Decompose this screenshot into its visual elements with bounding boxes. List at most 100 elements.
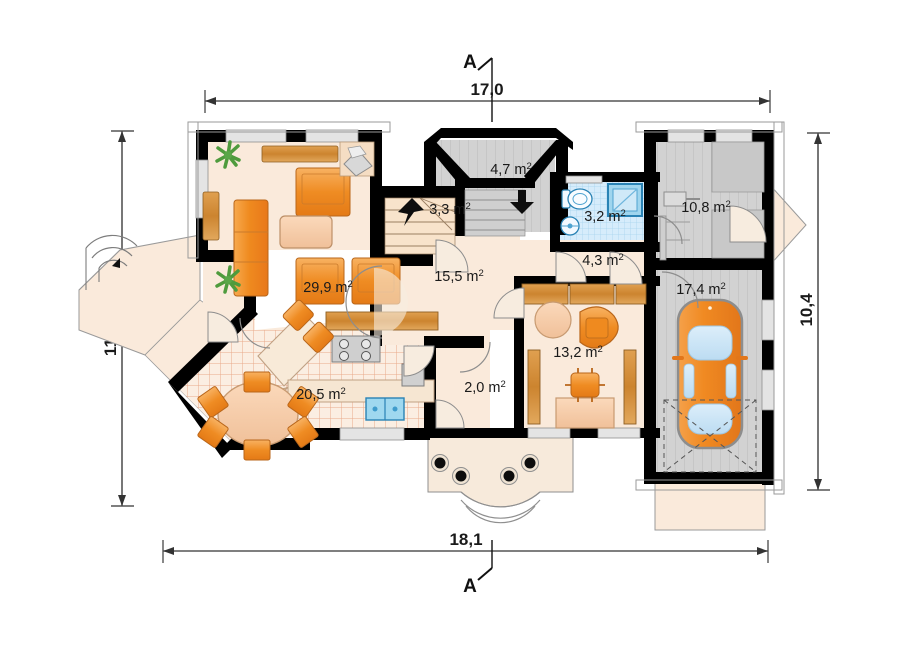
area-value-living: 29,9 bbox=[303, 280, 331, 296]
wall-study-left bbox=[514, 276, 524, 436]
wall-bath-left bbox=[550, 172, 560, 252]
wall-entry-bay-top bbox=[424, 128, 573, 150]
toilet bbox=[561, 188, 593, 210]
svg-text:4,7m2: 4,7m2 bbox=[490, 161, 532, 178]
coffee-table bbox=[279, 215, 333, 249]
cooktop-burners bbox=[339, 339, 371, 361]
stair-down-arrow bbox=[510, 190, 534, 214]
window-study-2 bbox=[597, 427, 641, 439]
section-marker-top: A bbox=[463, 52, 493, 122]
dimension-right: 10,4 bbox=[797, 132, 830, 491]
sink bbox=[365, 397, 405, 421]
bar-stool-1 bbox=[282, 299, 314, 331]
sink-basin bbox=[560, 216, 580, 236]
stair-up-arrow bbox=[398, 198, 424, 226]
study-furniture bbox=[527, 301, 637, 429]
section-marker-bottom: A bbox=[463, 540, 493, 597]
dimension-top: 17,0 bbox=[204, 80, 771, 113]
door-bathroom bbox=[555, 251, 587, 283]
svg-text:4,3m2: 4,3m2 bbox=[582, 252, 624, 269]
dimension-bottom-label: 18,1 bbox=[449, 530, 482, 549]
section-marker-bottom-label: A bbox=[463, 576, 477, 597]
svg-text:3,2m2: 3,2m2 bbox=[584, 208, 626, 225]
desk-chair bbox=[565, 368, 605, 402]
door-utility-arc bbox=[653, 215, 683, 245]
utility-storage bbox=[711, 141, 765, 193]
garage-driveway bbox=[654, 479, 766, 531]
bar-stool-2 bbox=[302, 321, 334, 353]
plant-2 bbox=[215, 265, 241, 294]
dimension-top-label: 17,0 bbox=[470, 80, 503, 99]
wall-utility-garage-divider bbox=[644, 258, 774, 270]
shelf-left bbox=[202, 191, 220, 241]
wall-vestibule-bottom bbox=[424, 428, 524, 438]
door-utility-terrace bbox=[729, 205, 767, 243]
svg-text:29,9m2: 29,9m2 bbox=[303, 279, 353, 296]
svg-text:10,8m2: 10,8m2 bbox=[681, 199, 731, 216]
wall-bath-top bbox=[550, 172, 660, 182]
area-sup-living: 2 bbox=[348, 279, 353, 290]
door-hall-living-arc bbox=[345, 265, 383, 339]
bookshelf-left bbox=[527, 349, 541, 425]
section-marker-top-label: A bbox=[463, 52, 477, 73]
wall-stair-top bbox=[373, 186, 457, 198]
eaves-outline bbox=[187, 121, 785, 495]
bathroom-fixtures bbox=[560, 175, 643, 236]
area-unit-living: m bbox=[335, 280, 347, 296]
cooktop bbox=[331, 335, 381, 363]
svg-text:2,0m2: 2,0m2 bbox=[464, 379, 506, 396]
window-living-2 bbox=[305, 129, 359, 143]
dimension-right-label: 10,4 bbox=[797, 293, 816, 327]
wall-stair-left bbox=[373, 186, 385, 266]
porch-columns bbox=[431, 454, 539, 485]
entrance-porch bbox=[427, 436, 574, 524]
sofa bbox=[233, 199, 269, 297]
wall-kitchen-diag-upper bbox=[168, 304, 258, 392]
wall-entry-inner bbox=[455, 178, 535, 188]
terrace-steps-left bbox=[85, 234, 138, 290]
plant-1 bbox=[215, 140, 241, 169]
shower bbox=[607, 183, 643, 217]
wall-utility-left bbox=[644, 130, 656, 270]
window-garage-1 bbox=[761, 299, 775, 341]
svg-text:20,5m2: 20,5m2 bbox=[296, 386, 346, 403]
door-living-terrace bbox=[207, 311, 239, 343]
garage-door-swing bbox=[663, 399, 757, 473]
svg-text:13,2m2: 13,2m2 bbox=[553, 344, 603, 361]
wall-garage-bottom bbox=[644, 472, 774, 484]
armchair-2 bbox=[295, 257, 345, 305]
bath-wall-cabinet bbox=[565, 175, 603, 184]
fireplace bbox=[339, 141, 375, 177]
side-window-right bbox=[725, 363, 737, 399]
svg-text:17,4m2: 17,4m2 bbox=[676, 281, 726, 298]
wall-entry-corner-right bbox=[524, 140, 568, 186]
side-window-left bbox=[683, 363, 695, 399]
dining-chairs bbox=[197, 371, 319, 461]
door-vestibule-entry bbox=[435, 399, 465, 429]
window-living-1 bbox=[225, 129, 287, 143]
wall-vestibule-top bbox=[424, 336, 484, 348]
round-side-table bbox=[534, 301, 572, 339]
door-study bbox=[493, 287, 525, 319]
door-kitchen bbox=[403, 345, 435, 377]
dimension-bottom: 18,1 bbox=[162, 530, 769, 563]
wall-corridor-bottom bbox=[514, 276, 660, 286]
wall-study-right bbox=[644, 276, 654, 436]
svg-text:3,3m2: 3,3m2 bbox=[429, 201, 471, 218]
desk bbox=[555, 397, 615, 429]
door-entry-hall bbox=[435, 239, 469, 273]
wall-bath-bottom bbox=[550, 242, 660, 252]
